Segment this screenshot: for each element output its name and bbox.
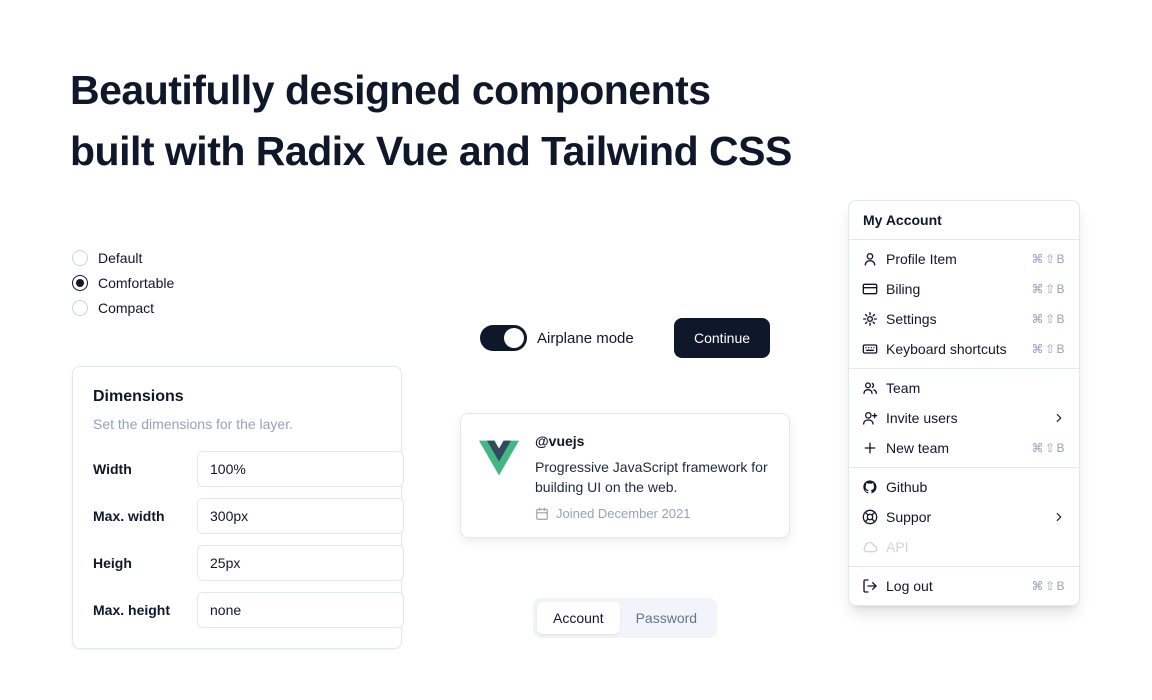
menu-item-label: New team — [886, 440, 950, 456]
tab-password[interactable]: Password — [620, 602, 713, 634]
menu-item-label: Profile Item — [886, 251, 957, 267]
radio-label: Comfortable — [98, 275, 175, 291]
tabs: Account Password — [533, 598, 718, 638]
menu-item-invite-users[interactable]: Invite users — [853, 403, 1075, 433]
menu-group-profile: Profile Item ⌘⇧B Biling ⌘⇧B Settings ⌘⇧B… — [849, 240, 1079, 368]
switch-knob — [504, 328, 524, 348]
continue-button[interactable]: Continue — [674, 318, 771, 358]
menu-item-support[interactable]: Suppor — [853, 502, 1075, 532]
menu-separator — [849, 566, 1079, 567]
page-title-line1: Beautifully designed components — [70, 67, 711, 113]
menu-item-shortcut: ⌘⇧B — [1031, 252, 1066, 266]
menu-item-api: API — [853, 532, 1075, 562]
menu-item-label: Invite users — [886, 410, 958, 426]
user-icon — [862, 251, 878, 267]
dimensions-subtitle: Set the dimensions for the layer. — [93, 416, 293, 432]
radio-label: Compact — [98, 300, 155, 316]
menu-item-log-out[interactable]: Log out ⌘⇧B — [853, 571, 1075, 601]
menu-item-shortcut: ⌘⇧B — [1031, 342, 1066, 356]
users-icon — [862, 380, 878, 396]
menu-item-profile[interactable]: Profile Item ⌘⇧B — [853, 244, 1075, 274]
account-menu: My Account Profile Item ⌘⇧B Biling ⌘⇧B S… — [848, 200, 1080, 606]
radio-circle[interactable] — [72, 250, 88, 266]
menu-separator — [849, 368, 1079, 369]
menu-item-label: Keyboard shortcuts — [886, 341, 1007, 357]
plus-icon — [862, 440, 878, 456]
keyboard-icon — [862, 341, 878, 357]
menu-item-github[interactable]: Github — [853, 472, 1075, 502]
menu-item-label: Biling — [886, 281, 921, 297]
menu-item-shortcut: ⌘⇧B — [1031, 441, 1066, 455]
chevron-right-icon — [1052, 411, 1066, 425]
menu-header: My Account — [863, 212, 942, 228]
page-title-line2: built with Radix Vue and Tailwind CSS — [70, 128, 792, 174]
github-icon — [862, 479, 878, 495]
vue-logo — [479, 440, 519, 476]
airplane-mode-switch[interactable] — [480, 325, 527, 351]
radio-option-default[interactable]: Default — [72, 250, 174, 266]
max-width-label: Max. width — [93, 508, 165, 524]
chevron-right-icon — [1052, 510, 1066, 524]
menu-item-label: Settings — [886, 311, 937, 327]
menu-group-team: Team Invite users New team ⌘⇧B — [849, 369, 1079, 467]
airplane-mode-row: Airplane mode — [480, 325, 634, 351]
max-height-input[interactable] — [197, 592, 404, 628]
dimension-row-max-width: Max. width — [93, 498, 404, 534]
radio-circle[interactable] — [72, 300, 88, 316]
hover-card-joined-text: Joined December 2021 — [556, 506, 691, 521]
menu-item-shortcut: ⌘⇧B — [1031, 579, 1066, 593]
page-title: Beautifully designed components built wi… — [70, 60, 792, 182]
height-label: Heigh — [93, 555, 132, 571]
height-input[interactable] — [197, 545, 404, 581]
menu-item-label: API — [886, 539, 909, 555]
radio-label: Default — [98, 250, 143, 266]
menu-separator — [849, 467, 1079, 468]
width-input[interactable] — [197, 451, 404, 487]
menu-group-logout: Log out ⌘⇧B — [849, 567, 1079, 605]
dimensions-fields: Width Max. width Heigh Max. height — [93, 451, 404, 628]
menu-item-billing[interactable]: Biling ⌘⇧B — [853, 274, 1075, 304]
max-height-label: Max. height — [93, 602, 171, 618]
hover-card-joined-row: Joined December 2021 — [535, 506, 771, 521]
width-label: Width — [93, 461, 132, 477]
tab-account[interactable]: Account — [537, 602, 620, 634]
radio-option-comfortable[interactable]: Comfortable — [72, 275, 174, 291]
airplane-mode-label: Airplane mode — [537, 329, 634, 347]
menu-item-label: Log out — [886, 578, 933, 594]
dimension-row-height: Heigh — [93, 545, 404, 581]
user-plus-icon — [862, 410, 878, 426]
menu-item-label: Github — [886, 479, 928, 495]
menu-item-label: Suppor — [886, 509, 932, 525]
menu-item-shortcut: ⌘⇧B — [1031, 282, 1066, 296]
radio-group: Default Comfortable Compact — [72, 250, 174, 316]
dimension-row-max-height: Max. height — [93, 592, 404, 628]
menu-item-new-team[interactable]: New team ⌘⇧B — [853, 433, 1075, 463]
cloud-icon — [862, 539, 878, 555]
hover-card-username: @vuejs — [535, 433, 585, 449]
menu-item-settings[interactable]: Settings ⌘⇧B — [853, 304, 1075, 334]
lifebuoy-icon — [862, 509, 878, 525]
radio-circle-selected[interactable] — [72, 275, 88, 291]
dimensions-title: Dimensions — [93, 388, 184, 405]
max-width-input[interactable] — [197, 498, 404, 534]
calendar-icon — [536, 507, 548, 520]
hover-card-description: Progressive JavaScript framework for bui… — [535, 459, 768, 495]
menu-separator — [849, 239, 1079, 240]
hover-card: @vuejs Progressive JavaScript framework … — [460, 413, 790, 538]
radio-option-compact[interactable]: Compact — [72, 300, 174, 316]
dimension-row-width: Width — [93, 451, 404, 487]
hover-card-body: @vuejs Progressive JavaScript framework … — [535, 430, 771, 521]
credit-card-icon — [862, 281, 878, 297]
menu-item-shortcut: ⌘⇧B — [1031, 312, 1066, 326]
dimensions-card: Dimensions Set the dimensions for the la… — [72, 366, 404, 649]
logout-icon — [862, 578, 878, 594]
gear-icon — [862, 311, 878, 327]
menu-item-label: Team — [886, 380, 921, 396]
menu-item-team[interactable]: Team — [853, 373, 1075, 403]
menu-group-support: Github Suppor API — [849, 468, 1079, 566]
menu-item-keyboard-shortcuts[interactable]: Keyboard shortcuts ⌘⇧B — [853, 334, 1075, 364]
